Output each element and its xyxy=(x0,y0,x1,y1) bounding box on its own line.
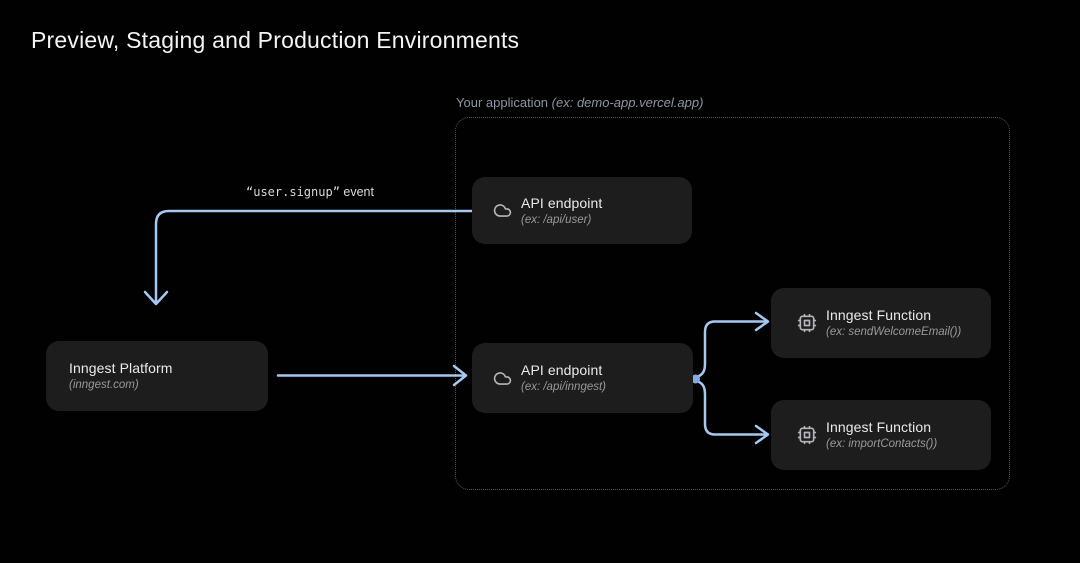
app-container-label-text: Your application xyxy=(456,95,552,110)
event-label: “user.signup” event xyxy=(246,185,374,199)
node-inngest-function-sendwelcomeemail: Inngest Function (ex: sendWelcomeEmail()… xyxy=(771,288,991,358)
cpu-icon xyxy=(797,313,817,333)
event-label-suffix: event xyxy=(339,185,374,199)
node-subtitle: (ex: /api/inngest) xyxy=(521,381,607,393)
node-title: Inngest Function xyxy=(826,307,932,323)
node-inngest-platform: Inngest Platform (inngest.com) xyxy=(46,341,268,411)
page-title: Preview, Staging and Production Environm… xyxy=(31,27,520,53)
cloud-icon xyxy=(493,369,512,388)
node-subtitle: (ex: sendWelcomeEmail()) xyxy=(826,326,962,338)
node-title: Inngest Platform xyxy=(69,360,173,376)
cloud-icon xyxy=(493,201,512,220)
app-container-boundary xyxy=(455,117,1010,490)
node-subtitle: (inngest.com) xyxy=(69,379,139,391)
node-inngest-function-importcontacts: Inngest Function (ex: importContacts()) xyxy=(771,400,991,470)
node-title: Inngest Function xyxy=(826,419,932,435)
app-container-label: Your application (ex: demo-app.vercel.ap… xyxy=(456,95,703,110)
node-title: API endpoint xyxy=(521,362,603,378)
platform-to-api-arrow xyxy=(276,364,468,387)
node-api-endpoint-inngest: API endpoint (ex: /api/inngest) xyxy=(472,343,693,413)
event-name-code: “user.signup” xyxy=(246,185,340,199)
node-subtitle: (ex: importContacts()) xyxy=(826,438,938,450)
app-container-label-hint: (ex: demo-app.vercel.app) xyxy=(551,95,704,110)
node-api-endpoint-user: API endpoint (ex: /api/user) xyxy=(472,177,692,244)
cpu-icon xyxy=(797,425,817,445)
node-title: API endpoint xyxy=(521,194,603,211)
event-arrow xyxy=(143,209,476,306)
node-subtitle: (ex: /api/user) xyxy=(521,213,592,226)
